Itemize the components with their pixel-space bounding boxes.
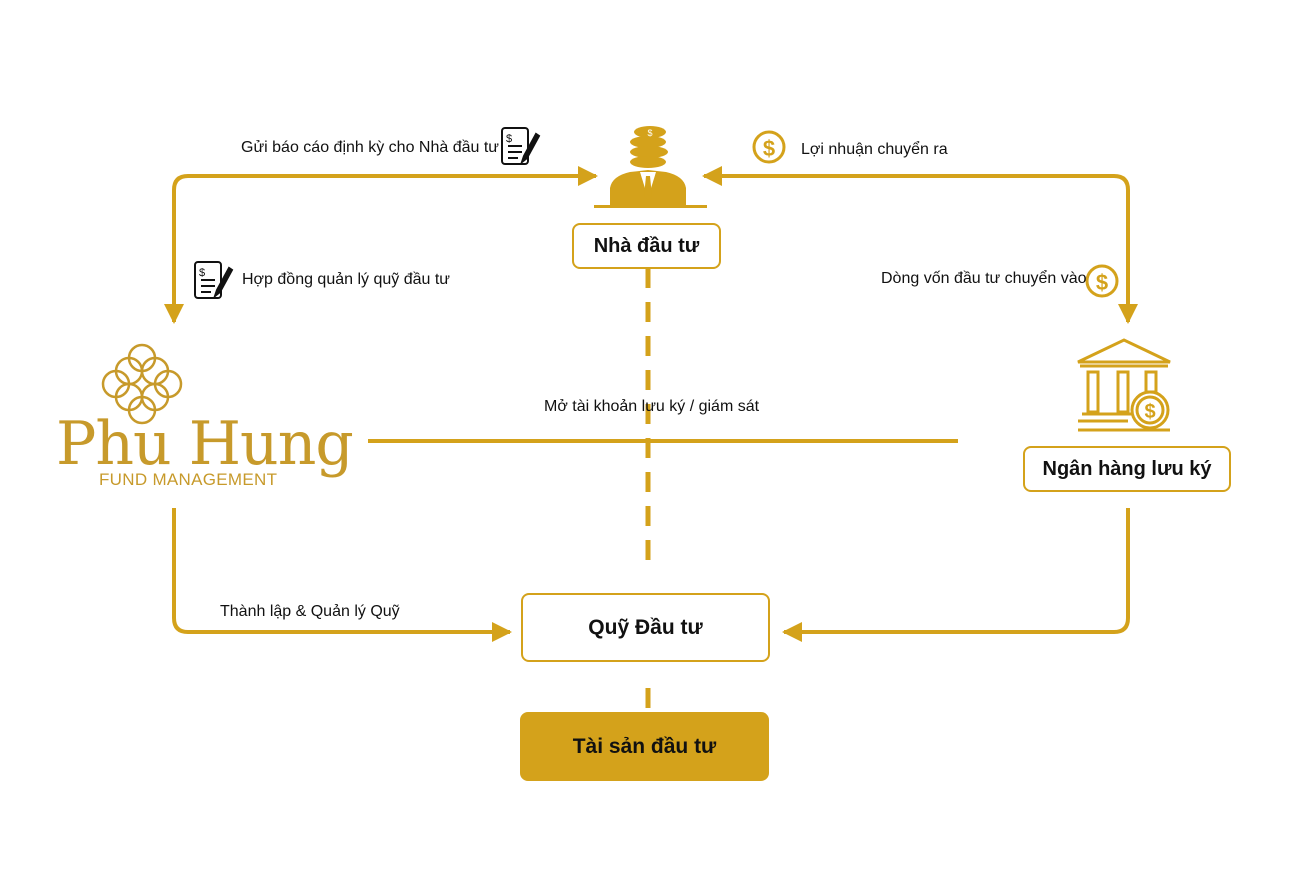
bank-icon: $ xyxy=(1077,338,1171,432)
investor-node[interactable]: Nhà đầu tư xyxy=(572,223,721,269)
dollar-coin-icon: $ xyxy=(1085,264,1119,298)
edge-label-custody: Mở tài khoản lưu ký / giám sát xyxy=(544,398,760,415)
edge-label-contract: Hợp đồng quản lý quỹ đầu tư xyxy=(242,271,451,288)
svg-text:$: $ xyxy=(506,133,512,145)
custodian-bank-node[interactable]: Ngân hàng lưu ký xyxy=(1023,446,1231,492)
document-icon: $ xyxy=(194,261,234,299)
edge-label-profit-out: Lợi nhuận chuyển ra xyxy=(801,141,948,158)
custodian-bank-node-label: Ngân hàng lưu ký xyxy=(1042,457,1212,480)
fund-node[interactable]: Quỹ Đầu tư xyxy=(521,593,770,662)
dollar-coin-icon: $ xyxy=(752,130,786,164)
assets-node-label: Tài sản đầu tư xyxy=(572,734,717,758)
edge-label-establish: Thành lập & Quản lý Quỹ xyxy=(220,603,400,620)
edge-label-capital-in: Dòng vốn đầu tư chuyển vào xyxy=(881,270,1087,287)
assets-node[interactable]: Tài sản đầu tư xyxy=(520,712,769,781)
svg-text:$: $ xyxy=(647,128,652,138)
edge-profit-capital xyxy=(702,166,1138,324)
svg-text:$: $ xyxy=(1096,270,1108,295)
edge-reports-to-investor xyxy=(164,166,598,324)
edge-bank-to-fund xyxy=(782,508,1130,642)
fund-node-label: Quỹ Đầu tư xyxy=(588,615,703,639)
document-icon: $ xyxy=(501,127,541,165)
svg-text:$: $ xyxy=(199,267,205,279)
logo-knot-icon xyxy=(101,343,183,425)
logo-name: Phu Hung xyxy=(56,409,354,479)
investor-node-label: Nhà đầu tư xyxy=(593,234,700,257)
svg-text:$: $ xyxy=(763,136,775,161)
svg-text:$: $ xyxy=(1144,401,1155,423)
logo-subtitle: FUND MANAGEMENT xyxy=(99,470,278,489)
edge-establish-manage xyxy=(172,508,512,642)
investor-icon: $ xyxy=(594,126,707,208)
edge-label-reports: Gửi báo cáo định kỳ cho Nhà đầu tư xyxy=(241,139,500,156)
